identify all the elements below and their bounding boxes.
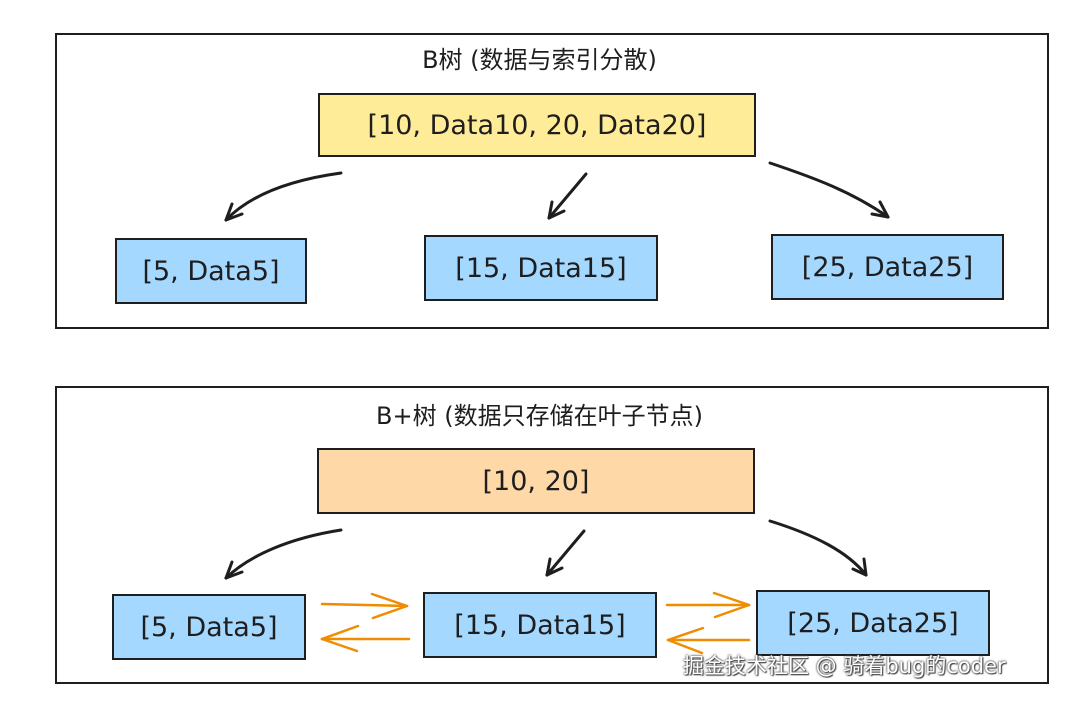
bplus-title: B+树 (数据只存储在叶子节点): [376, 402, 703, 430]
bplus-leaf-node-1: [5, Data5]: [112, 594, 306, 660]
bplus-root-node: [10, 20]: [317, 448, 755, 514]
btree-title: B树 (数据与索引分散): [422, 46, 657, 74]
watermark-text: 掘金技术社区 @ 骑着bug的coder: [683, 654, 1006, 678]
btree-root-node: [10, Data10, 20, Data20]: [318, 93, 756, 157]
btree-leaf-node-3: [25, Data25]: [771, 234, 1004, 300]
bplus-leaf-node-2: [15, Data15]: [423, 592, 657, 658]
btree-leaf-node-1: [5, Data5]: [115, 238, 307, 304]
bplus-leaf-node-3: [25, Data25]: [756, 590, 990, 656]
btree-leaf-node-2: [15, Data15]: [424, 235, 658, 301]
